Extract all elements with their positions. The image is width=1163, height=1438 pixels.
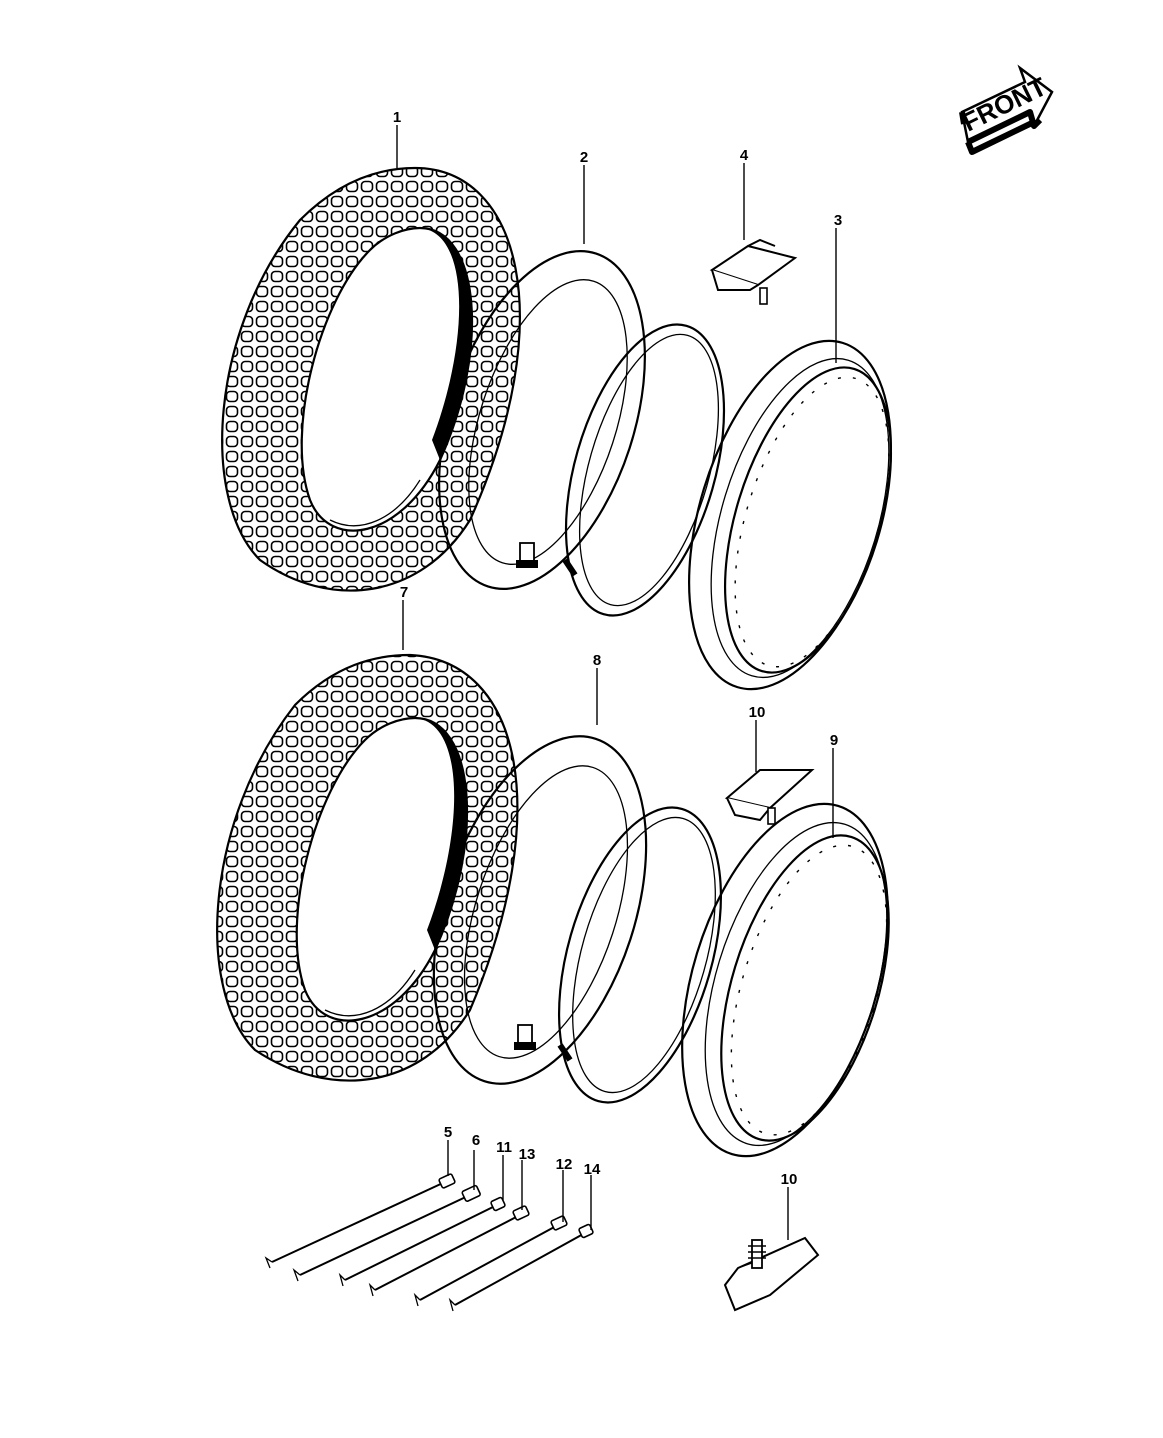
front-arrow-icon: FRONT (957, 64, 1054, 155)
tube-valve-rear-icon (514, 1024, 536, 1050)
callout-8: 8 (593, 652, 601, 669)
rim-band-rear (557, 806, 723, 1104)
rim-lock-rear-icon (724, 769, 815, 825)
tube-valve-icon (516, 542, 538, 568)
spoke (292, 1184, 481, 1282)
callout-10-upper: 10 (749, 704, 766, 721)
callout-1: 1 (393, 109, 401, 126)
callout-2: 2 (580, 149, 588, 166)
callout-5: 5 (444, 1124, 452, 1141)
callout-12: 12 (556, 1156, 573, 1173)
callout-labels: 1 2 3 4 7 8 10 9 5 6 11 13 12 14 10 (393, 109, 842, 1188)
leader-lines (396, 125, 837, 1240)
rim-lock-front-icon (709, 238, 798, 305)
spoke (264, 1173, 456, 1269)
rim-front (688, 339, 893, 691)
callout-13: 13 (519, 1146, 536, 1163)
tire-front (221, 166, 521, 592)
callout-3: 3 (834, 212, 842, 229)
callout-10-lower: 10 (781, 1171, 798, 1188)
rim-lock-spare-icon (723, 1236, 820, 1312)
spoke (338, 1196, 506, 1287)
callout-9: 9 (830, 732, 838, 749)
callout-7: 7 (400, 584, 408, 601)
callout-11: 11 (496, 1139, 512, 1156)
callout-14: 14 (584, 1161, 601, 1178)
inner-tube-front (438, 250, 646, 590)
callout-4: 4 (740, 147, 749, 164)
callout-6: 6 (472, 1132, 480, 1149)
rim-band-front (562, 323, 726, 617)
spoke (448, 1223, 594, 1312)
spoke (368, 1205, 530, 1297)
rim-rear (681, 802, 890, 1158)
tire-rear (216, 653, 519, 1082)
inner-tube-rear (432, 735, 648, 1085)
spokes-group (264, 1173, 594, 1312)
